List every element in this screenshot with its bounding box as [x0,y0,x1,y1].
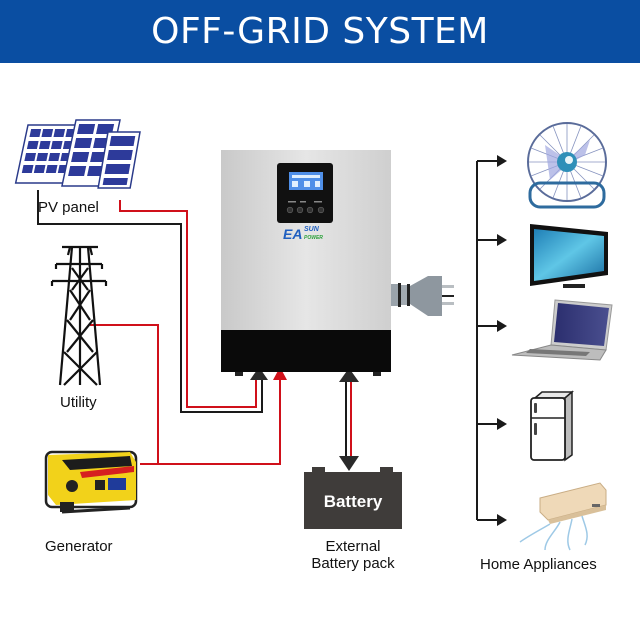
air-conditioner-icon [519,482,607,551]
battery-wire [339,368,359,471]
home-appliances-label: Home Appliances [480,556,597,573]
laptop-icon [511,299,613,361]
battery-caption-line2: Battery pack [311,555,395,572]
pv-input-arrow [250,367,268,380]
power-tower-icon [50,245,108,386]
plug-icon [391,276,454,316]
brand-logo: EA [283,226,302,242]
brand-logo-bottom: POWER [304,235,323,241]
pv-wires [37,190,263,413]
ac-input-arrow [273,367,287,380]
output-bus [476,155,507,526]
battery-box-label: Battery [324,492,383,511]
pv-panel-label: PV panel [38,199,99,216]
utility-label: Utility [60,394,97,411]
battery-caption-line1: External [325,538,381,555]
tv-icon [530,224,608,288]
title-banner: OFF-GRID SYSTEM [0,0,640,63]
generator-wire [140,378,281,465]
generator-icon [44,450,138,514]
fan-icon [527,122,607,209]
refrigerator-icon [530,390,575,462]
battery-icon: Battery [304,467,402,529]
generator-label: Generator [45,538,113,555]
inverter-icon: EA SUN POWER [221,150,391,376]
utility-wire [90,324,159,464]
solar-panel-icon [14,119,141,189]
brand-logo-top: SUN [304,226,320,233]
battery-caption: External Battery pack [300,538,406,572]
page-title: OFF-GRID SYSTEM [151,11,489,52]
